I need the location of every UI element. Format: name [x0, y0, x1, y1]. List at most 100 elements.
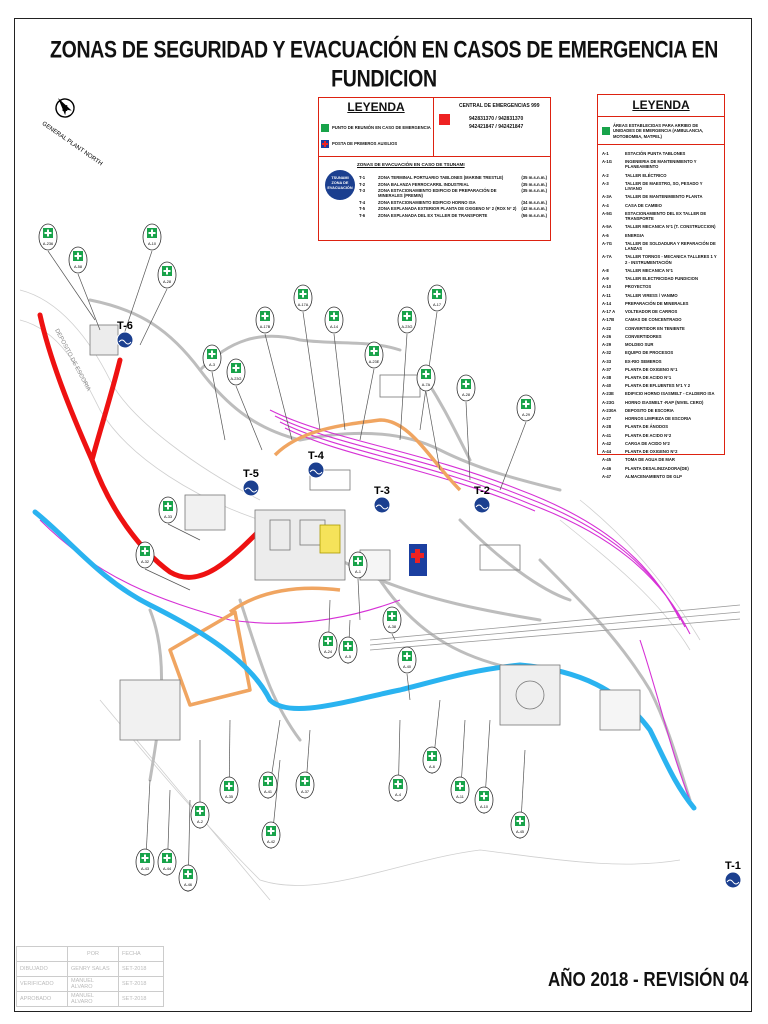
- cross-horizontal: [208, 353, 216, 355]
- tsunami-zone-marker[interactable]: T-3: [373, 485, 391, 514]
- assembly-point-marker[interactable]: A-46: [178, 864, 198, 892]
- assembly-point-marker[interactable]: A-7A: [416, 364, 436, 392]
- leader-line: [406, 673, 411, 701]
- assembly-point-label: A-28: [462, 393, 470, 397]
- plant-buildings: [89, 324, 641, 741]
- cross-horizontal: [164, 505, 172, 507]
- leader-line: [302, 311, 321, 431]
- assembly-point-label: A-35: [225, 795, 233, 799]
- assembly-point-marker[interactable]: A-44: [157, 848, 177, 876]
- assembly-point-marker[interactable]: A-32: [135, 541, 155, 569]
- assembly-point-marker[interactable]: A-43: [135, 848, 155, 876]
- legend-left-title: LEYENDA: [347, 100, 405, 114]
- legend-first-aid: POSTA DE PRIMEROS AUXILIOS: [321, 140, 431, 148]
- cross-horizontal: [428, 755, 436, 757]
- assembly-point-icon: [321, 124, 329, 132]
- assembly-point-marker[interactable]: A-28: [456, 374, 476, 402]
- assembly-point-marker[interactable]: A-4: [388, 774, 408, 802]
- assembly-point-label: A-17: [433, 303, 441, 307]
- assembly-point-marker[interactable]: A-14: [324, 306, 344, 334]
- tsunami-zone-label: T-3: [374, 485, 390, 497]
- assembly-point-marker[interactable]: A-1: [348, 551, 368, 579]
- assembly-point-marker[interactable]: A-23G: [226, 358, 246, 386]
- assembly-point-marker[interactable]: A-24: [318, 631, 338, 659]
- assembly-point-marker[interactable]: A-29: [516, 394, 536, 422]
- leader-line: [399, 333, 408, 441]
- tsunami-zone-marker[interactable]: T-5: [242, 468, 260, 497]
- tsunami-zone-marker[interactable]: T-1: [724, 860, 742, 889]
- tsunami-icon: [724, 871, 742, 889]
- first-aid-icon: [321, 140, 329, 148]
- assembly-point-marker[interactable]: A-40: [397, 646, 417, 674]
- tsunami-zone-marker[interactable]: T-2: [473, 485, 491, 514]
- cross-horizontal: [225, 785, 233, 787]
- assembly-point-label: A-7A: [422, 383, 431, 387]
- assembly-point-label: A-5: [345, 655, 351, 659]
- assembly-point-marker[interactable]: A-33: [158, 496, 178, 524]
- first-aid-post: [409, 544, 427, 576]
- assembly-point-marker[interactable]: A-42: [261, 821, 281, 849]
- cross-horizontal: [264, 780, 272, 782]
- compass-letter: N: [62, 104, 68, 113]
- assembly-point-marker[interactable]: A-45: [510, 811, 530, 839]
- assembly-point-marker[interactable]: A-17: [427, 284, 447, 312]
- assembly-point-marker[interactable]: A-6: [422, 746, 442, 774]
- assembly-point-marker[interactable]: A-37: [295, 771, 315, 799]
- assembly-point-label: A-10: [148, 242, 156, 246]
- north-compass: N GENERAL PLANT NORTH: [40, 88, 110, 173]
- assembly-point-marker[interactable]: A-11: [450, 776, 470, 804]
- assembly-point-marker[interactable]: A-10: [142, 223, 162, 251]
- leader-line: [333, 333, 346, 431]
- assembly-point-marker[interactable]: A-2: [190, 801, 210, 829]
- drawing-frame: [14, 18, 752, 1012]
- assembly-point-label: A-43: [141, 867, 149, 871]
- assembly-point-label: A-45: [516, 830, 524, 834]
- title-block-row: APROBADO MANUEL ALVARO SET-2018: [16, 991, 164, 1007]
- cross-horizontal: [403, 655, 411, 657]
- assembly-point-marker[interactable]: A-10: [474, 786, 494, 814]
- assembly-point-marker[interactable]: A-28: [157, 261, 177, 289]
- assembly-point-label: A-6: [429, 765, 435, 769]
- cross-horizontal: [462, 383, 470, 385]
- assembly-point-marker[interactable]: A-17B: [255, 306, 275, 334]
- assembly-point-label: A-23E: [369, 360, 380, 364]
- assembly-point-label: A-17B: [260, 325, 271, 329]
- coast-river: [32, 509, 697, 811]
- assembly-point-label: A-23G: [231, 377, 242, 381]
- leader-line: [499, 421, 527, 491]
- assembly-point-marker[interactable]: A-23G: [397, 306, 417, 334]
- leader-line: [357, 578, 361, 621]
- assembly-point-marker[interactable]: A-58: [68, 246, 88, 274]
- assembly-point-label: A-17A: [298, 303, 309, 307]
- tsunami-zone-marker[interactable]: T-4: [307, 450, 325, 479]
- tsunami-zone-label: T-6: [117, 320, 133, 332]
- assembly-point-marker[interactable]: A-23E: [364, 341, 384, 369]
- assembly-point-marker[interactable]: A-5: [338, 636, 358, 664]
- assembly-point-marker[interactable]: A-38: [382, 606, 402, 634]
- leader-line: [211, 371, 226, 441]
- cross-horizontal: [141, 550, 149, 552]
- assembly-point-marker[interactable]: A-17A: [293, 284, 313, 312]
- assembly-point-marker[interactable]: A-41: [258, 771, 278, 799]
- cross-horizontal: [433, 293, 441, 295]
- legend-right: LEYENDA ÁREAS ESTABLECIDAS PARA ARRIBO D…: [597, 94, 725, 479]
- assembly-point-marker[interactable]: A-35: [219, 776, 239, 804]
- assembly-point-label: A-4: [395, 793, 401, 797]
- tsunami-zone-label: T-2: [474, 485, 490, 497]
- leader-line: [391, 633, 396, 641]
- cross-horizontal: [184, 873, 192, 875]
- assembly-point-marker[interactable]: A-236: [38, 223, 58, 251]
- assembly-point-marker[interactable]: A-3: [202, 344, 222, 372]
- tsunami-zone-marker[interactable]: T-6: [116, 320, 134, 349]
